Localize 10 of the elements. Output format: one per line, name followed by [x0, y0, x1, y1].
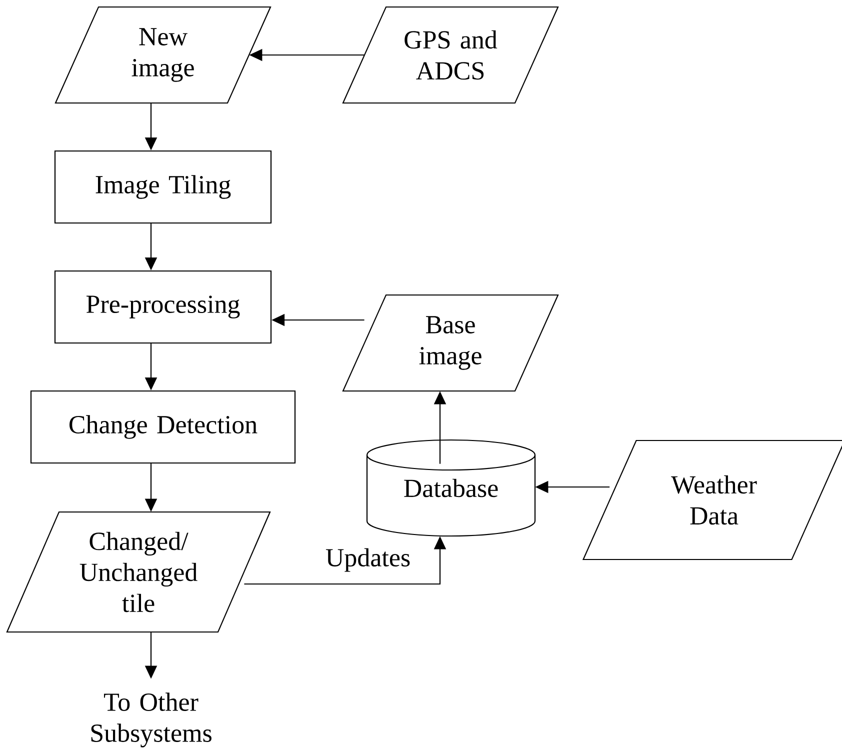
- data-parallelogram: Changed/ Unchanged tile: [6, 511, 271, 633]
- database-cylinder: Database: [366, 439, 536, 537]
- output-text: To Other Subsystems: [91, 692, 212, 748]
- data-parallelogram: Base image: [342, 294, 559, 392]
- process-box: Pre-processing: [54, 270, 272, 344]
- process-box: Image Tiling: [54, 150, 272, 224]
- process-box: Change Detection: [30, 390, 296, 464]
- data-parallelogram: New image: [54, 6, 272, 104]
- edge-label: Updates: [324, 547, 412, 573]
- data-parallelogram: GPS and ADCS: [342, 6, 559, 104]
